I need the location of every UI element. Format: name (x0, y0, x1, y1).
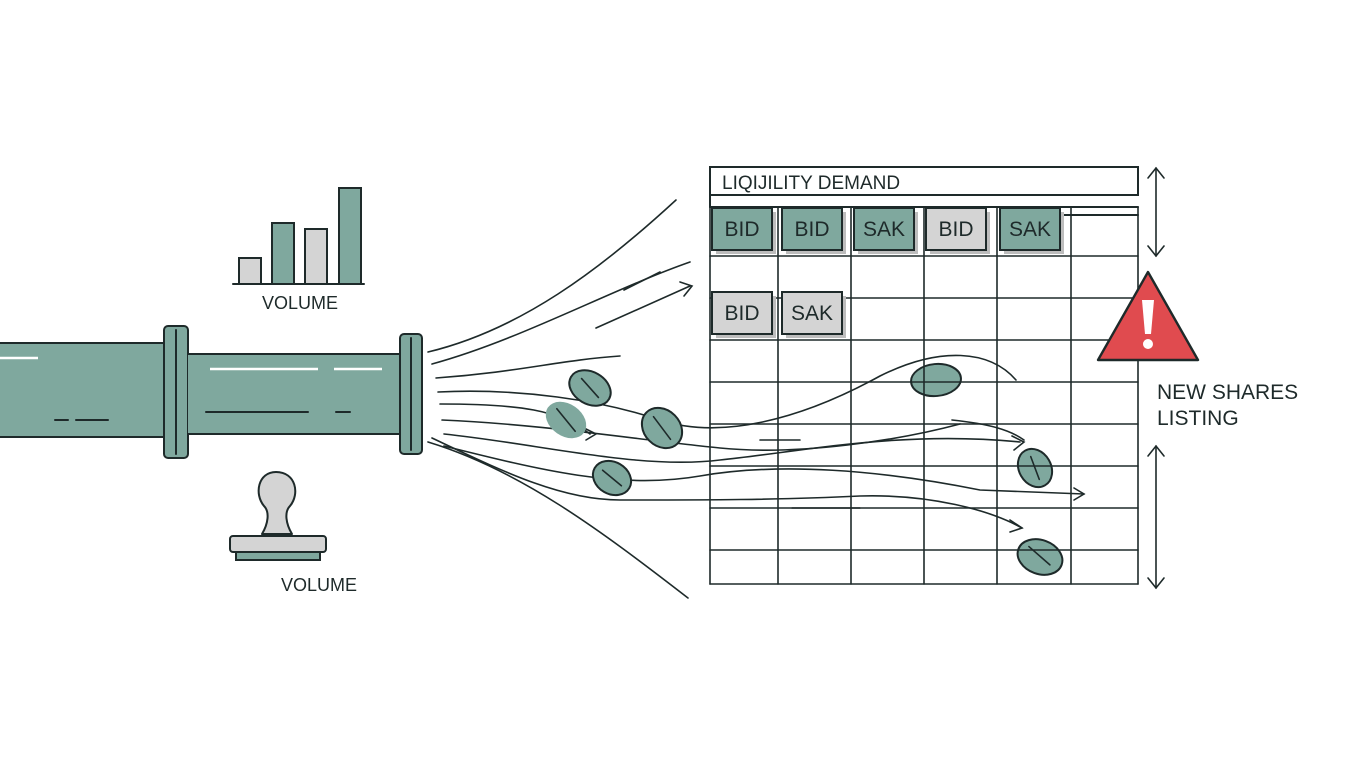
order-cell-label: BID (794, 218, 829, 241)
order-row-2: BID SAK (711, 291, 846, 338)
order-cell-label: BID (938, 218, 973, 241)
particle (640, 406, 684, 450)
order-board-title-bar (709, 166, 1139, 196)
warning-triangle-icon (1096, 270, 1200, 362)
volume-bars (238, 187, 362, 285)
particle (910, 362, 962, 398)
particle (1016, 447, 1054, 489)
order-cell-sak: SAK (853, 207, 918, 254)
pipe-icon (0, 325, 423, 459)
pipe-middle-segment (188, 354, 402, 434)
order-row-1: BID BID SAK BID SAK (711, 207, 1064, 254)
volume-chart-label: VOLUME (262, 293, 338, 313)
order-cell-bid: BID (781, 207, 846, 254)
volume-bar (338, 187, 362, 285)
particle (545, 401, 587, 439)
order-cell-bid: BID (925, 207, 990, 254)
liquidity-particles (545, 362, 1064, 576)
height-arrow-bottom (1147, 444, 1165, 590)
order-board-title: LIQIJILITY DEMAND (722, 173, 900, 194)
warning-label-line2: LISTING (1157, 407, 1239, 430)
order-cell-bid: BID (711, 207, 776, 254)
order-cell-label: SAK (791, 302, 833, 325)
particle (1016, 538, 1064, 576)
particle (591, 459, 633, 497)
volume-bar (304, 228, 328, 285)
order-board: LIQIJILITY DEMAND BID BID SAK BID SAK BID SAK (709, 166, 1139, 585)
order-cell-sak: SAK (781, 291, 846, 338)
order-cell-label: BID (724, 302, 759, 325)
order-cell-bid: BID (711, 291, 776, 338)
liquidity-flow-lines (427, 199, 1086, 599)
particle (568, 369, 612, 407)
height-arrow-top (1147, 166, 1165, 258)
stamp-label: VOLUME (281, 575, 357, 595)
order-cell-sak: SAK (999, 207, 1064, 254)
order-cell-label: BID (724, 218, 759, 241)
order-cell-label: SAK (1009, 218, 1051, 241)
volume-bar (238, 257, 262, 285)
volume-bar (271, 222, 295, 285)
warning-label-line1: NEW SHARES (1157, 381, 1298, 404)
volume-bar-chart: VOLUME (232, 187, 365, 313)
order-cell-label: SAK (863, 218, 905, 241)
stamp-icon: VOLUME (229, 471, 357, 595)
